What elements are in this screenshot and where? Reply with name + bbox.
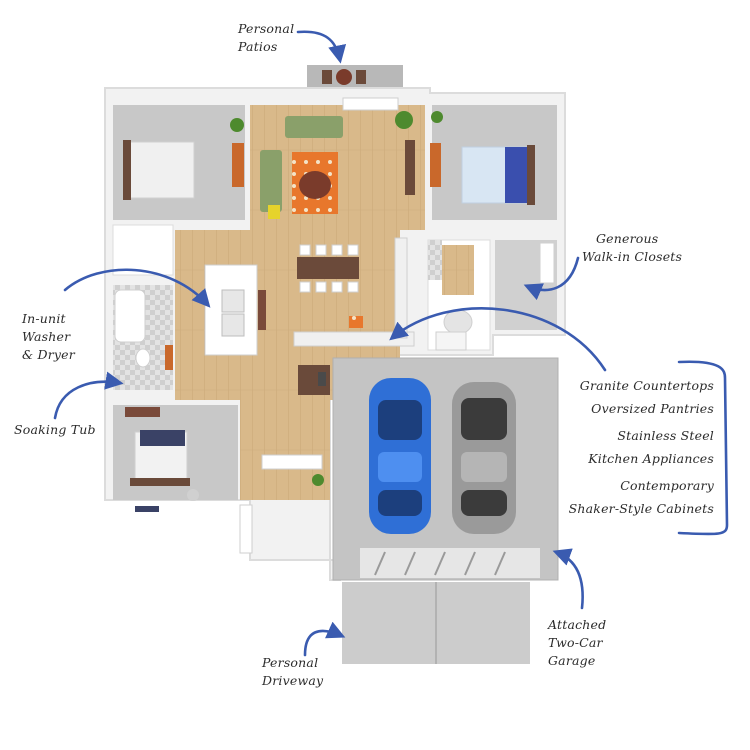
plant-icon: [395, 111, 413, 129]
garage: [332, 357, 559, 581]
sofa-left: [260, 150, 282, 212]
coffee-table: [299, 171, 331, 199]
arrow-garage: [552, 548, 584, 610]
bracket-kitchen: [677, 360, 729, 536]
kitchen-counter: [293, 331, 415, 347]
living-room: [250, 97, 425, 230]
label-personal-patios: Personal Patios: [238, 21, 295, 54]
label-washer-dryer: In-unit Washer & Dryer: [22, 311, 75, 362]
dining-table: [297, 257, 359, 279]
washer-icon: [221, 289, 245, 313]
arrow-closets: [523, 256, 580, 301]
tv-console: [405, 140, 415, 195]
dryer-icon: [221, 313, 245, 337]
label-kitchen-features: Granite Countertops Oversized Pantries S…: [568, 378, 714, 516]
laundry: [204, 264, 266, 356]
label-driveway: Personal Driveway: [262, 655, 324, 688]
car-silver: [452, 382, 516, 534]
plant-icon: [312, 474, 324, 486]
entry: [239, 454, 324, 554]
label-walk-in-closets: Generous Walk-in Closets: [582, 231, 683, 264]
arrow-patios: [296, 30, 347, 64]
toilet-icon: [135, 348, 151, 368]
driveway: [342, 582, 530, 664]
arrow-driveway: [303, 621, 346, 657]
car-blue: [369, 378, 431, 534]
bathroom-right: [427, 239, 491, 351]
bedroom-bottom: [113, 405, 238, 512]
walk-in-closet: [495, 240, 557, 330]
sofa-top: [285, 116, 343, 138]
arrow-washer: [63, 268, 211, 308]
bathroom-left: [112, 224, 174, 390]
arrow-tub: [53, 371, 124, 420]
soaking-tub-icon: [114, 289, 146, 343]
plant-icon: [230, 118, 244, 132]
bedroom-left: [113, 105, 245, 220]
label-soaking-tub: Soaking Tub: [14, 422, 96, 437]
arrow-kitchen: [389, 307, 607, 372]
label-garage: Attached Two-Car Garage: [548, 617, 607, 668]
bedroom-right: [430, 105, 557, 220]
plant-icon: [431, 111, 443, 123]
annotation-arrows: [53, 30, 729, 657]
